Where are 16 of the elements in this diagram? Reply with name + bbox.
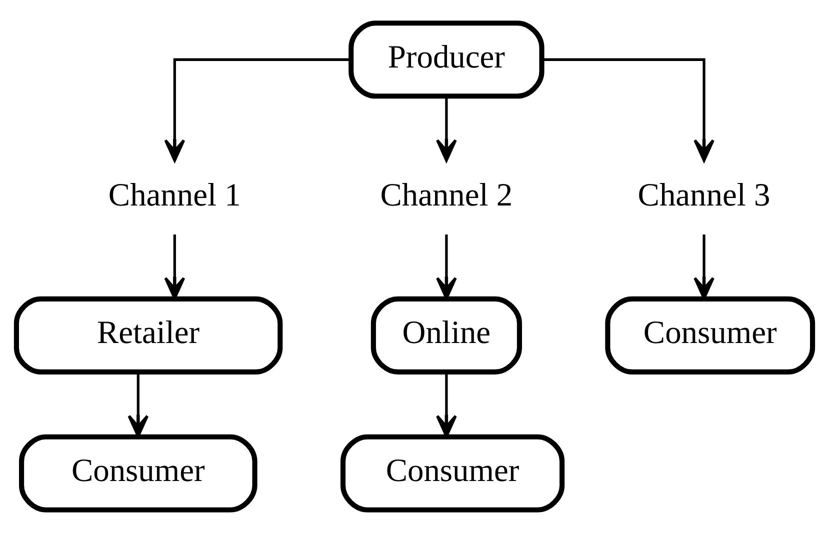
arrow [164,58,351,162]
node-box: Consumer [605,296,816,374]
arrow [436,234,457,300]
arrow [128,372,149,438]
arrow [436,96,457,162]
node-text: Channel 2 [380,177,513,214]
arrow [542,58,714,162]
node-box: Consumer [340,434,565,512]
node-box: Online [370,296,522,374]
node-text: Channel 1 [108,177,241,214]
arrow [436,372,457,438]
node-box: Consumer [19,434,258,512]
node-box: Retailer [14,296,283,374]
node-text: Channel 3 [638,177,770,214]
node-box: Producer [348,20,544,99]
arrow [694,234,714,300]
